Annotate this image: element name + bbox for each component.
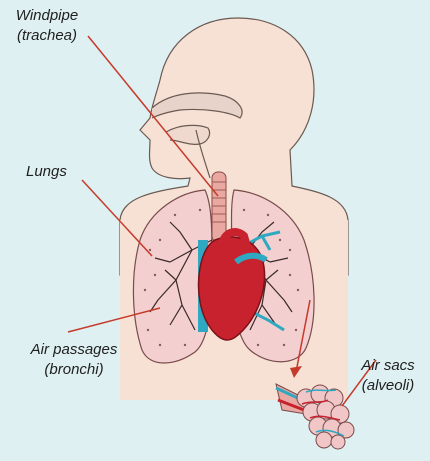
- label-bronchi: Air passages (bronchi): [18, 340, 130, 380]
- label-windpipe: Windpipe (trachea): [2, 6, 92, 46]
- label-lungs-name: Lungs: [26, 162, 67, 182]
- alveoli-cluster: [276, 384, 354, 449]
- label-windpipe-term: (trachea): [2, 26, 92, 46]
- label-lungs: Lungs: [26, 162, 67, 182]
- label-alveoli: Air sacs (alveoli): [348, 356, 428, 396]
- label-bronchi-name: Air passages: [18, 340, 130, 360]
- label-bronchi-term: (bronchi): [18, 360, 130, 380]
- label-windpipe-name: Windpipe: [2, 6, 92, 26]
- label-alveoli-name: Air sacs: [348, 356, 428, 376]
- label-alveoli-term: (alveoli): [348, 376, 428, 396]
